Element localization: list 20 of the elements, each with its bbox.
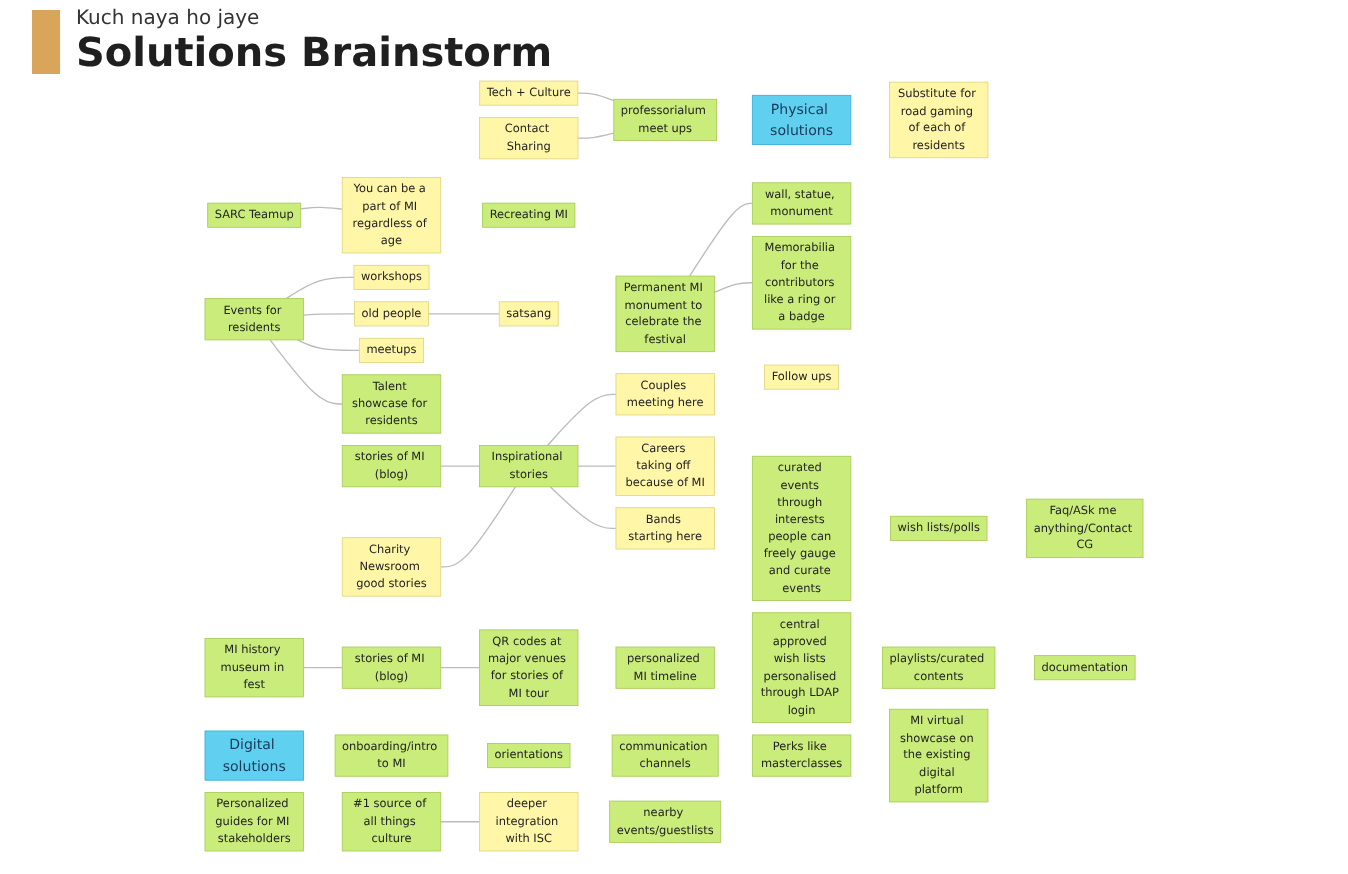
title: Solutions Brainstorm: [76, 30, 553, 74]
connector: [577, 132, 615, 139]
connector: [300, 206, 343, 210]
connector: [546, 393, 617, 447]
connector: [688, 202, 754, 277]
subtitle: Kuch naya ho jaye: [76, 8, 262, 30]
connector: [302, 313, 356, 316]
connector: [440, 667, 481, 669]
connector: [440, 821, 481, 823]
connector: [440, 486, 517, 568]
connector: [713, 282, 754, 294]
connector: [577, 92, 615, 102]
connector: [577, 465, 617, 467]
connector: [285, 276, 355, 300]
connector: [269, 339, 343, 405]
connector: [549, 486, 617, 529]
connector: [427, 313, 500, 315]
connector: [440, 465, 481, 467]
connector: [296, 339, 361, 351]
connector: [302, 667, 343, 669]
